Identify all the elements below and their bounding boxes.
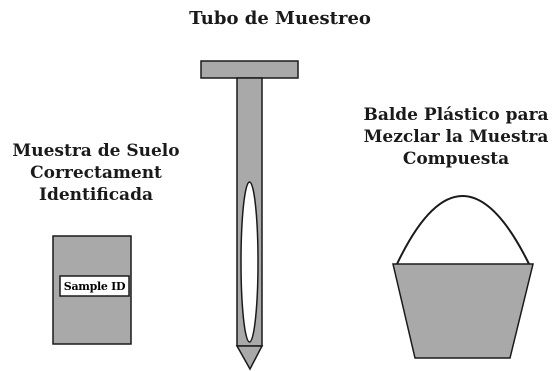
bucket-label-line-2: Mezclar la Muestra (363, 127, 549, 147)
bucket-label-line-1: Balde Plástico para (363, 105, 549, 125)
plastic-bucket-icon (392, 195, 534, 359)
tube-slot (240, 181, 259, 343)
bucket-body (392, 263, 534, 359)
tube-title: Tubo de Muestreo (189, 8, 371, 29)
sample-label-line-2: Correctament (30, 163, 162, 183)
tube-handle (200, 60, 299, 79)
sample-id-text: Sample ID (63, 279, 126, 293)
sample-id-label-box (59, 275, 130, 297)
sample-label-line-1: Muestra de Suelo (12, 141, 180, 161)
soil-sample-bag-icon (52, 235, 132, 345)
tube-tip (235, 345, 264, 371)
sample-label: Muestra de Suelo Correctament Identifica… (0, 140, 192, 206)
bucket-label: Balde Plástico para Mezclar la Muestra C… (360, 104, 552, 170)
bucket-handle (396, 195, 530, 265)
sampling-tube-icon (200, 60, 299, 371)
sample-label-line-3: Identificada (39, 185, 153, 205)
bucket-label-line-3: Compuesta (402, 149, 510, 169)
